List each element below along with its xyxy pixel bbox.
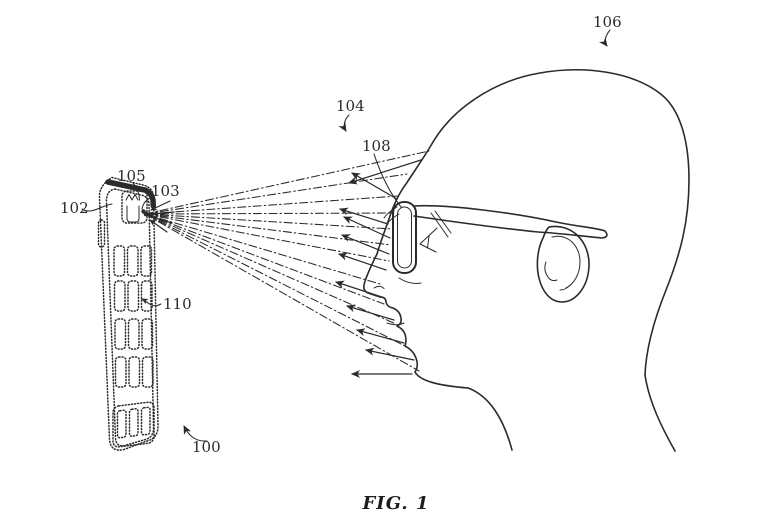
neck-back [644, 374, 676, 452]
smartphone [97, 176, 159, 451]
reflected-ray [338, 252, 387, 271]
ref-leader-106 [599, 29, 611, 47]
app-icon [114, 318, 127, 350]
cheek-line [398, 277, 422, 284]
smartphone-body [98, 176, 159, 451]
light-ray [144, 213, 408, 348]
reference-labels: 100 102 103 104 105 106 108 110 [60, 13, 622, 456]
light-ray [144, 195, 399, 215]
reflected-ray [339, 207, 389, 225]
ref-leader-105 [132, 182, 141, 201]
light-ray [144, 213, 381, 285]
ref-label-110: 110 [163, 295, 192, 313]
light-ray [144, 173, 408, 215]
light-ray [144, 213, 385, 305]
figure-caption: FIG. 1 [362, 493, 430, 514]
app-icon [127, 280, 140, 312]
nostril-line [373, 285, 385, 289]
reflected-ray [365, 347, 415, 361]
eyelid-fold [427, 235, 430, 249]
reflected-ray [356, 328, 405, 344]
ray-origin-cluster [143, 200, 175, 233]
ear-tragus [544, 261, 558, 282]
ear [536, 225, 590, 303]
app-icon [140, 245, 153, 277]
reflected-ray [348, 159, 422, 185]
app-icon [141, 356, 154, 388]
ref-leader-104 [338, 114, 350, 132]
dock-icon [140, 406, 151, 436]
head-profile [363, 69, 690, 452]
ear-lobe-line [559, 284, 571, 291]
return-ray [151, 215, 173, 224]
projected-light-rays [144, 150, 430, 372]
glasses-temple [413, 204, 608, 239]
smartphone-top-edge [105, 179, 157, 209]
mouth-line [386, 322, 405, 326]
light-ray [144, 213, 393, 230]
light-ray [144, 213, 420, 372]
face-profile [363, 141, 469, 389]
ref-leader-100 [183, 425, 208, 442]
ear-helix [551, 235, 581, 289]
light-ray [144, 213, 390, 262]
glasses-hinge [430, 210, 452, 238]
ref-leader-108 [373, 153, 402, 208]
sensor-emitter-detail [125, 194, 139, 201]
dock [112, 401, 155, 448]
return-ray [150, 200, 171, 211]
ref-label-100: 100 [192, 438, 221, 456]
ref-leader-110 [141, 298, 162, 307]
ref-leader-102 [81, 203, 113, 212]
eyelid-upper [419, 227, 438, 253]
dock-icon [116, 409, 127, 439]
reflected-ray [343, 216, 391, 239]
glasses-lens-inner [397, 206, 412, 269]
light-ray [144, 150, 430, 215]
dock-tray [112, 401, 155, 448]
ray-origin [143, 211, 149, 217]
ref-leader-103 [141, 196, 154, 210]
reflected-ray [351, 172, 398, 200]
app-icon-grid [113, 245, 154, 388]
ref-label-102: 102 [60, 199, 89, 217]
glasses-lens-outer [392, 201, 417, 274]
app-icon [127, 318, 140, 350]
side-button [97, 219, 106, 248]
ref-label-104: 104 [336, 97, 365, 115]
glasses [383, 201, 608, 274]
neck-front [467, 387, 513, 451]
skull-outline [432, 69, 690, 376]
app-icon [126, 245, 139, 277]
sensor-aperture [126, 205, 140, 223]
ref-label-108: 108 [362, 137, 391, 155]
ref-label-105: 105 [117, 167, 146, 185]
return-ray [152, 210, 175, 217]
reflected-light-rays [335, 159, 422, 378]
app-icon [128, 356, 141, 388]
ear-outline [536, 225, 590, 303]
reflected-ray [346, 304, 395, 321]
ref-label-103: 103 [151, 182, 180, 200]
glasses-bridge [383, 206, 400, 225]
app-icon [113, 280, 126, 312]
reflected-ray [341, 234, 390, 255]
app-icon [114, 356, 127, 388]
eye [419, 227, 438, 253]
app-icon [113, 245, 126, 277]
return-ray [149, 219, 168, 233]
ref-label-106: 106 [593, 13, 622, 31]
sensor-housing [121, 190, 148, 224]
app-icon [141, 318, 154, 350]
sensor-module [121, 190, 148, 224]
dock-icon [128, 408, 139, 438]
app-icon [140, 280, 153, 312]
